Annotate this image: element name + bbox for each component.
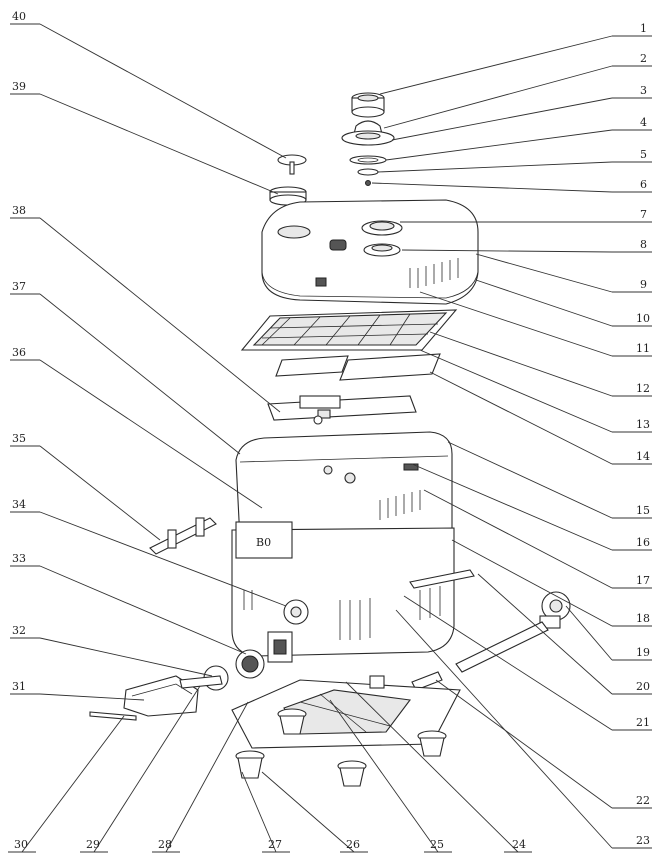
callout-5: 5	[640, 148, 647, 161]
callout-28: 28	[158, 838, 172, 851]
callout-22: 22	[636, 794, 650, 807]
callout-40: 40	[12, 10, 26, 23]
callout-35: 35	[12, 432, 26, 445]
heat-plates	[275, 353, 441, 381]
callout-26: 26	[346, 838, 360, 851]
callout-10: 10	[636, 312, 650, 325]
callout-33: 33	[12, 552, 26, 565]
callout-16: 16	[636, 536, 650, 549]
callout-25: 25	[430, 838, 444, 851]
inner-tank	[235, 431, 453, 541]
callout-14: 14	[636, 450, 650, 463]
callout-8: 8	[640, 238, 647, 251]
regulator-hose	[411, 591, 571, 691]
callout-7: 7	[640, 208, 647, 221]
feet	[235, 708, 447, 787]
callout-23: 23	[636, 834, 650, 847]
slim-rod	[89, 711, 137, 721]
drip-tray	[123, 675, 223, 717]
body-marking: B0	[256, 536, 271, 549]
callout-29: 29	[86, 838, 100, 851]
callout-38: 38	[12, 204, 26, 217]
callout-34: 34	[12, 498, 26, 511]
burner-bracket	[267, 395, 417, 425]
parts-drawing: B0	[89, 92, 571, 787]
callout-27: 27	[268, 838, 282, 851]
callout-20: 20	[636, 680, 650, 693]
callout-12: 12	[636, 382, 650, 395]
callout-3: 3	[640, 84, 647, 97]
callout-31: 31	[12, 680, 26, 693]
callout-1: 1	[640, 22, 647, 35]
callout-2: 2	[640, 52, 647, 65]
side-handle	[149, 517, 217, 555]
callout-leaders	[8, 23, 652, 853]
callout-19: 19	[636, 646, 650, 659]
callout-36: 36	[12, 346, 26, 359]
mesh-screen	[240, 309, 458, 351]
callout-labels: 1 2 3 4 5 6 7 8 9 10 11 12 13 14 15 16 1…	[12, 10, 650, 851]
callout-18: 18	[636, 612, 650, 625]
side-knob-assembly	[269, 154, 307, 206]
top-cover	[261, 199, 479, 305]
callout-32: 32	[12, 624, 26, 637]
callout-30: 30	[14, 838, 28, 851]
outer-body: B0	[231, 521, 475, 657]
callout-11: 11	[636, 342, 650, 355]
callout-13: 13	[636, 418, 650, 431]
callout-21: 21	[636, 716, 650, 729]
callout-17: 17	[636, 574, 650, 587]
callout-37: 37	[12, 280, 26, 293]
callout-24: 24	[512, 838, 526, 851]
callout-39: 39	[12, 80, 26, 93]
callout-15: 15	[636, 504, 650, 517]
callout-6: 6	[640, 178, 647, 191]
callout-9: 9	[640, 278, 647, 291]
callout-4: 4	[640, 116, 647, 129]
